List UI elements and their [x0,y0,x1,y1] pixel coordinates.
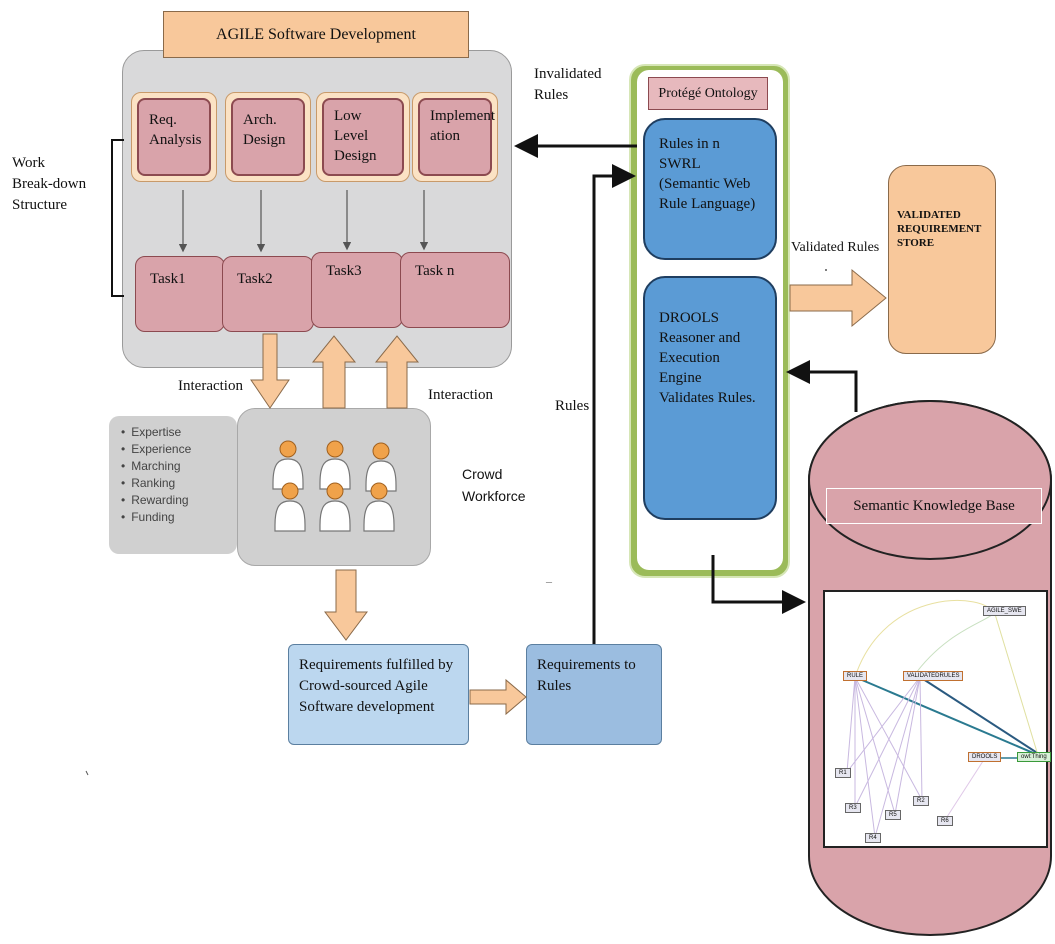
invalidated-rules-label: Invalidated Rules [534,66,602,103]
crowd-workforce-box [237,408,431,566]
graph-node: VALIDATEDRULES [903,671,964,681]
graph-node: R1 [835,768,851,778]
validated-requirement-store: VALIDATED REQUIREMENT STORE [888,165,996,354]
phase-arch-design: Arch.Design [225,92,311,182]
graph-node: owl:Thing [1017,752,1051,762]
crowd-to-requirements-arrow [324,569,368,641]
skill-item: Rewarding [131,492,237,509]
protege-to-kb-arrow [711,555,806,614]
graph-node: R3 [845,803,861,813]
interaction-left-label: Interaction [178,378,243,394]
work-breakdown-label: Work Break-down Structure [12,155,87,213]
requirements-to-rules-box: Requirements to Rules [526,644,662,745]
skills-list: Expertise Experience Marching Ranking Re… [109,416,237,526]
task-1: Task1 [135,256,225,332]
interaction-right-label: Interaction [428,387,493,403]
drools-engine-box: DROOLS Reasoner and Execution Engine Val… [643,276,777,520]
skill-item: Marching [131,458,237,475]
ontology-graph: AGILE_SWE RULE VALIDATEDRULES DROOLS owl… [823,590,1051,848]
graph-node: DROOLS [968,752,1002,762]
graph-node: R2 [913,796,929,806]
task-n: Task n [400,252,510,328]
knowledge-base-top [808,400,1052,560]
kb-to-drools-arrow [786,360,858,412]
validated-rules-arrow [789,268,887,328]
skill-item: Expertise [131,424,237,441]
validated-rules-label: Validated Rules [791,240,880,255]
dash-mark: – [546,574,552,588]
brace [111,139,124,297]
knowledge-base-label: Semantic Knowledge Base [826,488,1042,524]
crowd-workforce-label: Crowd Workforce [462,466,526,504]
graph-node: R4 [865,833,881,843]
task-3: Task3 [311,252,403,328]
rules-label: Rules [555,398,590,414]
skills-box: Expertise Experience Marching Ranking Re… [109,416,237,554]
crowd-to-task3-arrow [311,335,357,409]
skill-item: Funding [131,509,237,526]
graph-node: R5 [885,810,901,820]
requirements-to-rules-arrow [469,678,527,716]
graph-node: AGILE_SWE [983,606,1026,616]
task-to-crowd-arrow [250,333,290,409]
graph-node: R6 [937,816,953,826]
rules-arrow [592,164,636,644]
phase-req-analysis: Req.Analysis [131,92,217,182]
crowd-to-taskn-arrow [374,335,420,409]
protege-title: Protégé Ontology [648,77,768,110]
agile-title: AGILE Software Development [163,11,469,58]
swrl-rules-box: Rules in n SWRL (Semantic Web Rule Langu… [643,118,777,260]
skill-item: Ranking [131,475,237,492]
skill-item: Experience [131,441,237,458]
requirements-fulfilled-box: Requirements fulfilled by Crowd-sourced … [288,644,469,745]
graph-node: RULE [843,671,868,681]
